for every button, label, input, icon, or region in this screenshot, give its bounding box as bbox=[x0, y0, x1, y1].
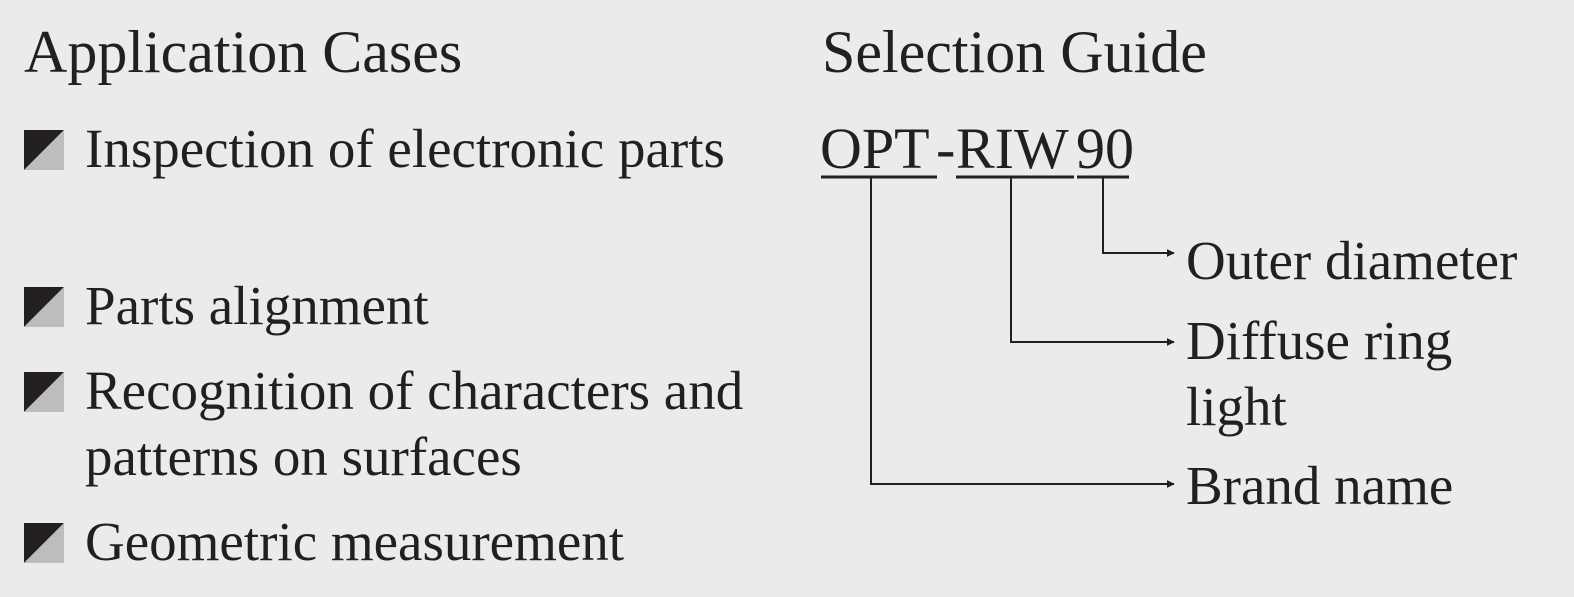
diffuse-ring-light-label: Diffuse ring light bbox=[1186, 310, 1453, 437]
code-separator: - bbox=[936, 116, 956, 181]
bullet-icon bbox=[24, 372, 64, 412]
selection-guide-title: Selection Guide bbox=[822, 19, 1207, 85]
application-case-label: Inspection of electronic parts bbox=[85, 118, 725, 179]
code-prefix: OPT bbox=[820, 116, 930, 181]
connector-size bbox=[1102, 177, 1175, 257]
brand-name-label: Brand name bbox=[1186, 455, 1454, 516]
bullet-icon bbox=[24, 130, 64, 170]
application-case-label: Geometric measurement bbox=[85, 511, 625, 572]
connector-model bbox=[1010, 177, 1175, 346]
bullet-icon bbox=[24, 287, 64, 327]
application-case-label: Recognition of characters and patterns o… bbox=[85, 360, 744, 487]
application-case-label: Parts alignment bbox=[85, 275, 429, 336]
code-size: 90 bbox=[1076, 116, 1134, 181]
bullet-icon bbox=[24, 523, 64, 563]
connector-prefix bbox=[870, 177, 1175, 488]
application-cases-title: Application Cases bbox=[24, 19, 463, 85]
code-model: RIW bbox=[956, 116, 1069, 181]
outer-diameter-label: Outer diameter bbox=[1186, 230, 1518, 291]
